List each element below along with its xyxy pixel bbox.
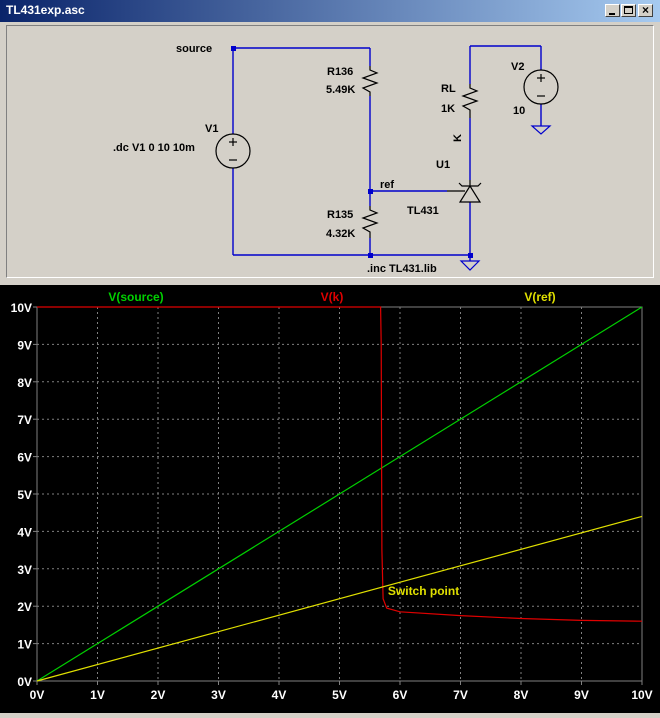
r135-resistor-icon[interactable] xyxy=(361,206,379,238)
y-tick-label: 10V xyxy=(11,301,32,315)
x-tick-label: 0V xyxy=(30,688,45,702)
legend-label-v-source[interactable]: V(source) xyxy=(108,290,163,304)
v1-source-icon[interactable] xyxy=(215,133,251,169)
v1-name: V1 xyxy=(205,123,218,135)
x-tick-label: 9V xyxy=(574,688,589,702)
y-tick-label: 5V xyxy=(17,488,32,502)
v2-value: 10 xyxy=(513,105,525,117)
ground-icon xyxy=(459,260,481,271)
plot-traces xyxy=(36,306,643,682)
r135-value: 4.32K xyxy=(326,228,355,240)
y-tick-label: 8V xyxy=(17,376,32,390)
rl-name: RL xyxy=(441,83,456,95)
ground-icon xyxy=(530,125,552,135)
minimize-button[interactable] xyxy=(605,4,620,17)
axis-ticks: 0V 1V 2V 3V 4V 5V 6V 7V 8V 9V 10V 0V 1V 2V 3V 4V 5V 6V 7V 8… xyxy=(11,301,653,702)
window-title: TL431exp.asc xyxy=(6,3,85,17)
v2-name: V2 xyxy=(511,61,524,73)
x-tick-label: 5V xyxy=(332,688,347,702)
net-label-ref: ref xyxy=(380,179,394,191)
x-tick-label: 3V xyxy=(211,688,226,702)
y-tick-label: 4V xyxy=(17,525,32,539)
x-tick-label: 1V xyxy=(90,688,105,702)
y-tick-label: 7V xyxy=(17,413,32,427)
node-dots xyxy=(231,46,473,258)
schematic-pane[interactable]: source ref V1 .dc V1 0 10 10m R136 5.49K… xyxy=(6,25,654,278)
maximize-button[interactable] xyxy=(621,4,636,17)
r136-name: R136 xyxy=(327,66,353,78)
y-tick-label: 2V xyxy=(17,600,32,614)
v1-value: .dc V1 0 10 10m xyxy=(113,142,195,154)
schematic-canvas[interactable]: source ref V1 .dc V1 0 10 10m R136 5.49K… xyxy=(7,26,653,277)
trace-v-ref[interactable] xyxy=(36,515,643,682)
waveform-pane[interactable]: 0V 1V 2V 3V 4V 5V 6V 7V 8V 9V 10V 0V 1V 2V 3V 4V 5V 6V 7V 8… xyxy=(0,285,660,713)
r135-name: R135 xyxy=(327,209,353,221)
switch-point-annotation: Switch point xyxy=(388,584,459,598)
schematic-wires xyxy=(232,45,542,261)
rl-value: 1K xyxy=(441,103,455,115)
close-icon: × xyxy=(641,3,649,17)
spice-directive: .inc TL431.lib xyxy=(367,263,437,275)
trace-v-source[interactable] xyxy=(36,306,643,682)
legend-label-v-k[interactable]: V(k) xyxy=(321,290,344,304)
rl-resistor-icon[interactable] xyxy=(461,84,479,118)
legend-label-v-ref[interactable]: V(ref) xyxy=(524,290,555,304)
r136-value: 5.49K xyxy=(326,84,355,96)
u1-name: U1 xyxy=(436,159,450,171)
x-tick-label: 7V xyxy=(453,688,468,702)
x-tick-label: 4V xyxy=(272,688,287,702)
y-tick-label: 3V xyxy=(17,563,32,577)
y-tick-label: 1V xyxy=(17,638,32,652)
v2-source-icon[interactable] xyxy=(523,69,559,105)
net-label-source: source xyxy=(176,43,212,55)
y-tick-label: 9V xyxy=(17,338,32,352)
net-label-k: K xyxy=(452,134,464,142)
close-button[interactable]: × xyxy=(638,3,653,17)
minimize-icon xyxy=(609,13,615,15)
r136-resistor-icon[interactable] xyxy=(361,66,379,96)
trace-v-k[interactable] xyxy=(37,306,643,622)
x-tick-label: 10V xyxy=(631,688,652,702)
y-tick-label: 6V xyxy=(17,451,32,465)
x-tick-label: 8V xyxy=(514,688,529,702)
waveform-plot[interactable]: 0V 1V 2V 3V 4V 5V 6V 7V 8V 9V 10V 0V 1V 2V 3V 4V 5V 6V 7V 8… xyxy=(0,285,660,713)
window-titlebar[interactable]: TL431exp.asc × xyxy=(0,0,660,22)
x-tick-label: 2V xyxy=(151,688,166,702)
y-tick-label: 0V xyxy=(17,675,32,689)
tl431-icon[interactable] xyxy=(447,180,482,203)
maximize-icon xyxy=(624,6,633,14)
x-tick-label: 6V xyxy=(393,688,408,702)
u1-value: TL431 xyxy=(407,205,439,217)
trace-legend: V(source) V(k) V(ref) xyxy=(108,290,555,304)
